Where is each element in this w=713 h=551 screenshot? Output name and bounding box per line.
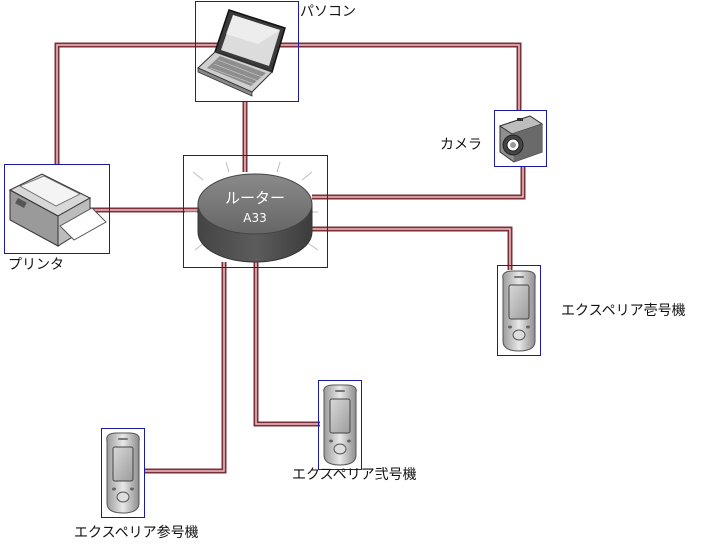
cable-camera-router	[312, 167, 526, 200]
xperia2-selection-box	[318, 380, 362, 470]
cable-pc-printer	[54, 42, 245, 165]
xperia3-selection-box	[101, 428, 145, 518]
xperia1-label: エクスペリア壱号機	[561, 303, 686, 319]
cable-router-xperia1	[312, 226, 513, 270]
cable-router-xperia2	[253, 262, 320, 427]
xperia1-selection-box	[497, 265, 541, 356]
selection-boxes	[4, 1, 547, 518]
router-selection-box	[183, 155, 328, 268]
xperia2-phone-icon[interactable]	[323, 384, 357, 466]
printer-selection-box	[4, 164, 110, 254]
printer-label: プリンタ	[8, 257, 64, 273]
laptop-icon[interactable]	[197, 9, 286, 97]
router-model: A33	[243, 211, 266, 225]
router-name: ルーター	[225, 189, 285, 207]
cable-pc-camera	[245, 42, 522, 110]
xperia1-phone-icon[interactable]	[502, 270, 536, 352]
camera-icon[interactable]	[498, 115, 544, 163]
camera-label: カメラ	[440, 137, 482, 153]
cable-router-xperia3	[144, 262, 227, 474]
cables	[54, 42, 526, 474]
xperia2-label: エクスペリア弐号機	[292, 467, 417, 483]
pc-selection-box	[195, 1, 299, 102]
router-icon[interactable]: ルーター A33	[185, 161, 319, 263]
camera-selection-box	[494, 110, 547, 167]
printer-icon[interactable]	[8, 173, 107, 247]
xperia3-label: エクスペリア参号機	[74, 525, 199, 541]
xperia3-phone-icon[interactable]	[106, 432, 140, 514]
pc-label: パソコン	[300, 4, 356, 20]
